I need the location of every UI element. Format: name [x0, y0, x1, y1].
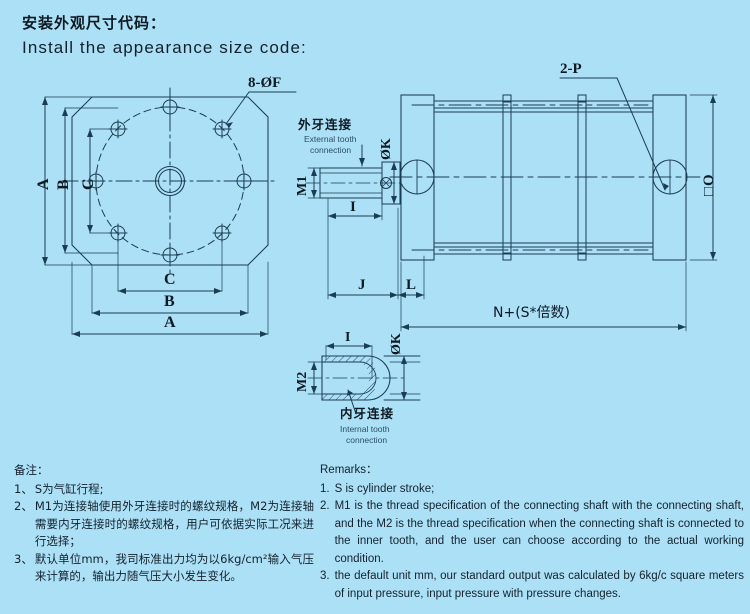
dim-c-horizontal-label: C [164, 271, 176, 288]
note-en-number: 2. [320, 500, 330, 512]
dim-length-label: N+(S*倍数) [493, 305, 571, 321]
note-cn-item: 1、 S为气缸行程; [14, 481, 314, 499]
callout-bolt-label: 8-ØF [248, 75, 282, 91]
internal-tooth-title-en-2: connection [346, 435, 388, 445]
dim-l-label: L [406, 277, 417, 293]
thread-m2-label: M2 [295, 371, 310, 392]
front-view-group [42, 87, 297, 337]
notes-chinese: 备注： 1、 S为气缸行程; 2、 M1为连接轴使用外牙连接时的螺纹规格，M2为… [14, 462, 314, 586]
shaft-length-i-label: I [350, 199, 356, 215]
external-tooth-title-en-1: External tooth [304, 134, 357, 144]
dim-c-vertical-label: C [80, 178, 97, 190]
note-cn-text: 默认单位mm，我司标准出力均为以6kg/cm²输入气压来计算的，输出力随气压大小… [34, 551, 314, 584]
callout-port-label: 2-P [560, 61, 582, 77]
external-tooth-title-cn: 外牙连接 [298, 117, 353, 132]
note-en-text: S is cylinder stroke; [334, 482, 435, 495]
note-cn-item: 3、 默认单位mm，我司标准出力均为以6kg/cm²输入气压来计算的，输出力随气… [14, 551, 314, 586]
dim-a-vertical-label: A [35, 178, 52, 190]
note-cn-text: S为气缸行程; [34, 481, 104, 496]
note-en-number: 3. [320, 570, 330, 582]
external-tooth-title-en-2: connection [310, 145, 352, 155]
note-cn-text: M1为连接轴使用外牙连接时的螺纹规格，M2为连接轴需要内牙连接时的螺纹规格，用户… [34, 499, 314, 548]
internal-diameter-k-label: ØK [389, 333, 404, 355]
internal-shaft-group [307, 343, 421, 415]
notes-english: Remarks： 1. S is cylinder stroke; 2. M1 … [320, 462, 744, 603]
notes-cn-heading: 备注： [14, 463, 49, 477]
dim-b-horizontal-label: B [164, 293, 175, 310]
cylinder-body-group [389, 77, 718, 332]
internal-tooth-title-en-1: Internal tooth [340, 424, 390, 434]
dim-a-horizontal-label: A [164, 314, 176, 331]
note-cn-number: 3、 [14, 551, 33, 566]
dim-bore-label: □O [701, 173, 717, 196]
internal-tooth-title-cn: 内牙连接 [340, 406, 395, 421]
page-title-en: Install the appearance size code: [22, 38, 307, 57]
note-cn-number: 2、 [14, 499, 33, 513]
dim-b-vertical-label: B [55, 179, 72, 190]
page-title-cn: 安装外观尺寸代码： [22, 14, 167, 32]
note-en-item: 3. the default unit mm, our standard out… [320, 568, 744, 603]
note-en-item: 1. S is cylinder stroke; [320, 481, 744, 499]
note-cn-number: 1、 [14, 481, 33, 496]
note-cn-item: 2、 M1为连接轴使用外牙连接时的螺纹规格，M2为连接轴需要内牙连接时的螺纹规格… [14, 498, 314, 551]
diameter-k-label: ØK [379, 138, 394, 160]
note-en-number: 1. [320, 482, 330, 495]
thread-m1-label: M1 [295, 175, 310, 196]
internal-length-i-label: I [345, 330, 351, 345]
notes-en-heading: Remarks： [320, 464, 378, 476]
dim-j-label: J [358, 277, 366, 293]
note-en-text: the default unit mm, our standard output… [334, 570, 744, 600]
note-en-item: 2. M1 is the thread specification of the… [320, 498, 744, 568]
external-shaft-group [305, 144, 425, 300]
note-en-text: M1 is the thread specification of the co… [334, 500, 744, 565]
